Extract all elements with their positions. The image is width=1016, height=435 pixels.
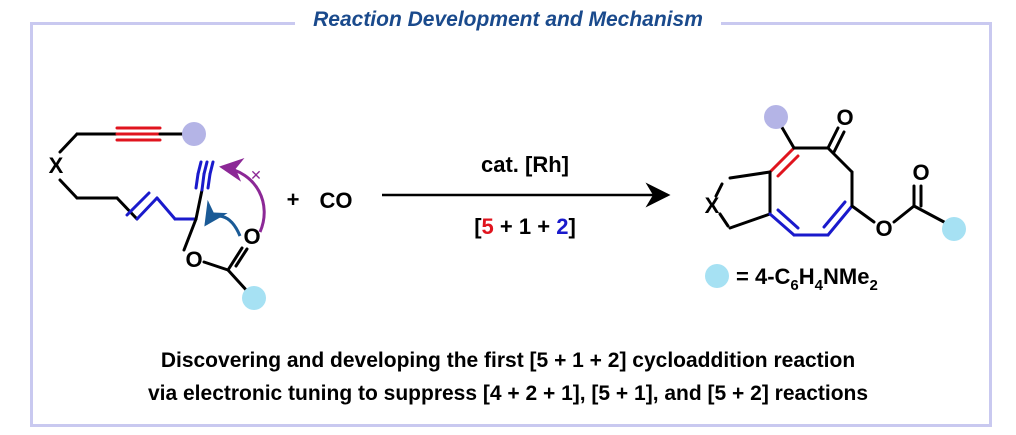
product-structure	[714, 122, 946, 237]
reactant-structure	[58, 126, 250, 294]
co-label: CO	[320, 188, 353, 213]
legend-aryl-circle	[705, 264, 729, 288]
aryl-substituent-circle	[182, 122, 206, 146]
summary-text: Discovering and developing the first [5 …	[0, 344, 1016, 410]
summary-line-1: Discovering and developing the first [5 …	[160, 349, 856, 372]
plus-sign: +	[287, 187, 300, 212]
reactant-x-label: X	[49, 153, 64, 178]
legend-aryl-definition: = 4-C6H4NMe2	[736, 264, 878, 294]
summary-line-2: via electronic tuning to suppress [4 + 2…	[147, 382, 869, 405]
cycloaddition-type-label: [5 + 1 + 2]	[474, 214, 576, 239]
product-ester-o-label: O	[875, 216, 892, 241]
ester-aryl-circle	[242, 286, 266, 310]
catalyst-label: cat. [Rh]	[481, 152, 569, 177]
product-aryl-circle	[764, 105, 788, 129]
blocked-x-mark: ✕	[250, 167, 262, 183]
purple-curved-arrow	[219, 158, 266, 233]
product-ester-carbonyl-o-label: O	[912, 160, 929, 185]
reactant-ester-o-label: O	[185, 247, 202, 272]
product-ester-aryl-circle	[942, 217, 966, 241]
blue-curved-arrow	[204, 199, 242, 237]
product-ketone-o-label: O	[836, 105, 853, 130]
reactant-carbonyl-o-label: O	[243, 224, 260, 249]
product-x-label: X	[705, 193, 720, 218]
